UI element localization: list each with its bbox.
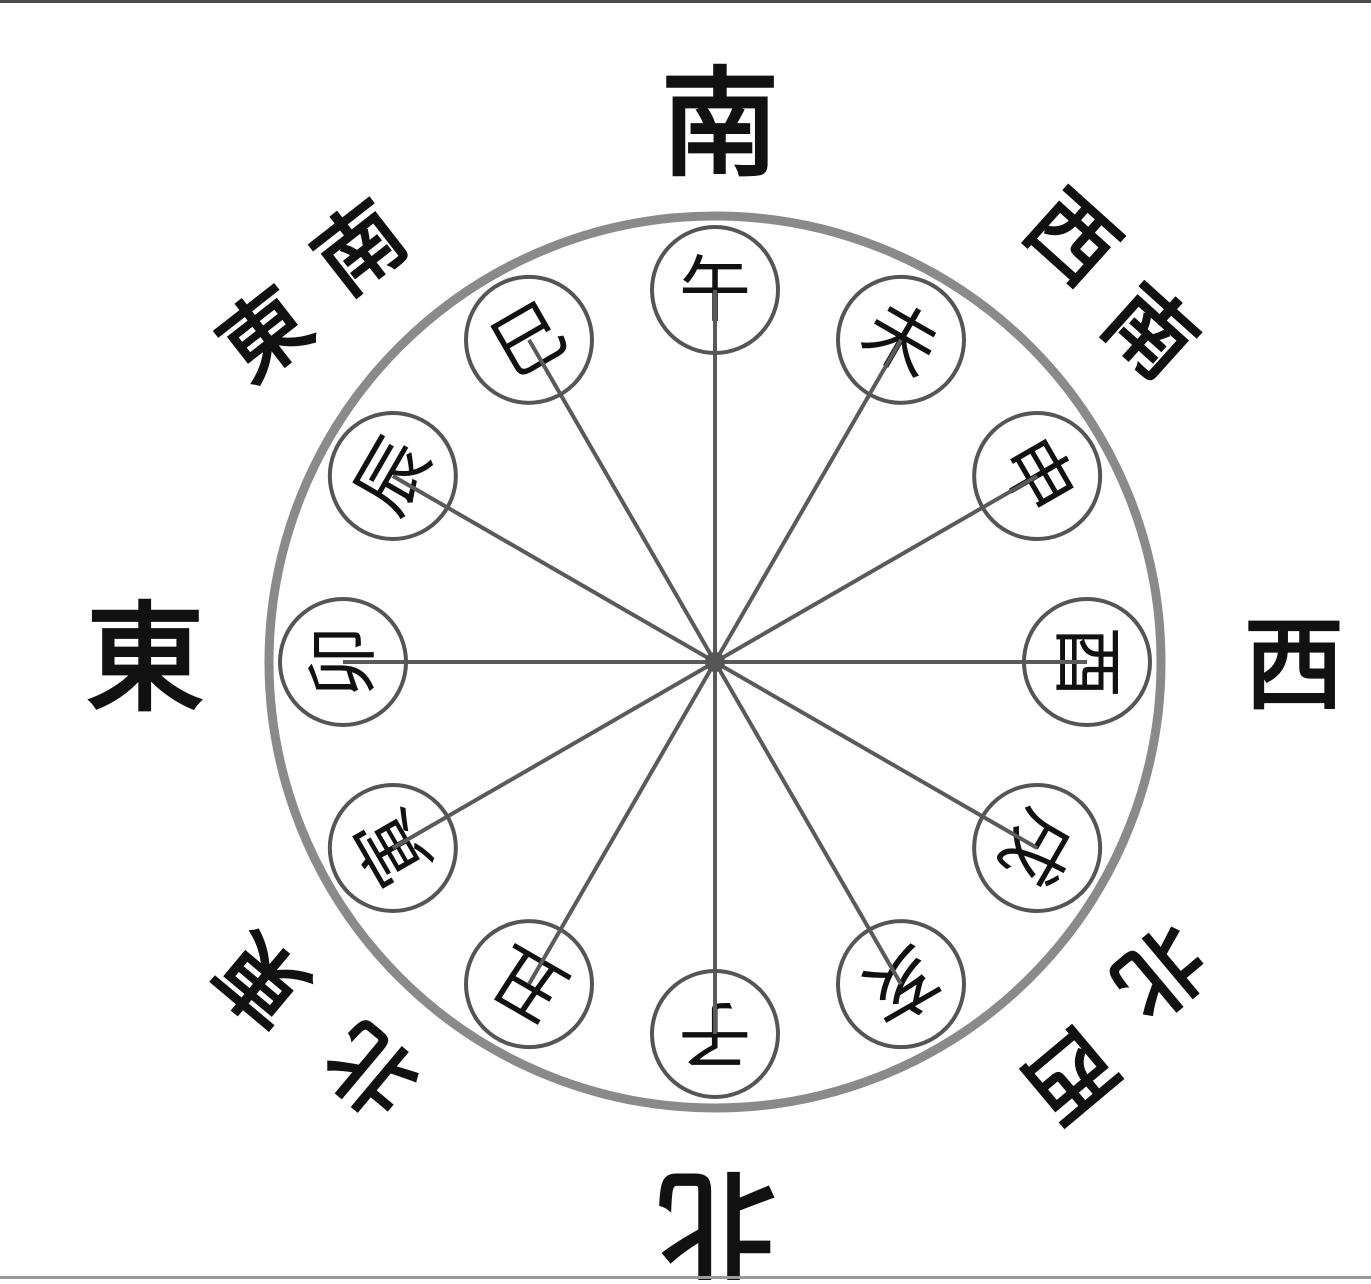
branch-node-shen: 申: [972, 411, 1103, 541]
spoke-inner-wei: [867, 338, 903, 396]
northwest-char-2: 北: [1094, 905, 1225, 1038]
direction-southeast: 東 南: [200, 182, 425, 402]
branch-node-xu: 戌: [972, 783, 1103, 913]
direction-west: 西: [1244, 606, 1344, 724]
southwest-char-1: 西: [1006, 172, 1137, 305]
direction-east: 東: [86, 589, 204, 728]
northeast-char-2: 北: [307, 1003, 438, 1136]
spoke-inner-chou: [527, 928, 563, 986]
southwest-char-2: 南: [1084, 266, 1215, 399]
branch-nodes: 午未申酉戌亥子丑寅卯辰巳: [278, 225, 1152, 1099]
branch-node-hai: 亥: [836, 919, 966, 1050]
branch-node-chen: 辰: [327, 411, 458, 541]
spoke-inner-shen: [981, 474, 1039, 510]
direction-north: 北: [658, 1154, 776, 1280]
branch-node-zi: 子: [650, 969, 780, 1099]
bottom-border: [0, 1276, 1371, 1279]
spoke-inner-yin: [391, 814, 449, 850]
northwest-char-1: 西: [1004, 1008, 1135, 1141]
spoke-inner-xu: [981, 814, 1039, 850]
southeast-char-2: 南: [295, 182, 425, 315]
spoke-inner-hai: [867, 928, 903, 986]
direction-southwest: 西 南: [1006, 172, 1215, 399]
direction-northwest: 西 北: [1004, 905, 1225, 1141]
branch-node-you: 酉: [1022, 597, 1152, 727]
southeast-char-1: 東: [200, 269, 330, 402]
direction-south: 南: [661, 54, 779, 193]
top-border: [0, 0, 1371, 3]
branch-node-yin: 寅: [327, 783, 458, 913]
branch-node-si: 巳: [464, 274, 594, 405]
outer-ring: [264, 211, 1166, 1113]
northeast-char-1: 東: [197, 913, 328, 1046]
branch-node-mao: 卯: [278, 597, 408, 727]
direction-northeast: 東 北: [197, 913, 438, 1136]
branch-node-chou: 丑: [464, 919, 594, 1050]
hub: [705, 652, 725, 672]
branch-node-wu: 午: [650, 225, 780, 355]
spoke-inner-si: [527, 338, 563, 396]
spoke-inner-chen: [391, 474, 449, 510]
branch-node-wei: 未: [836, 274, 966, 405]
